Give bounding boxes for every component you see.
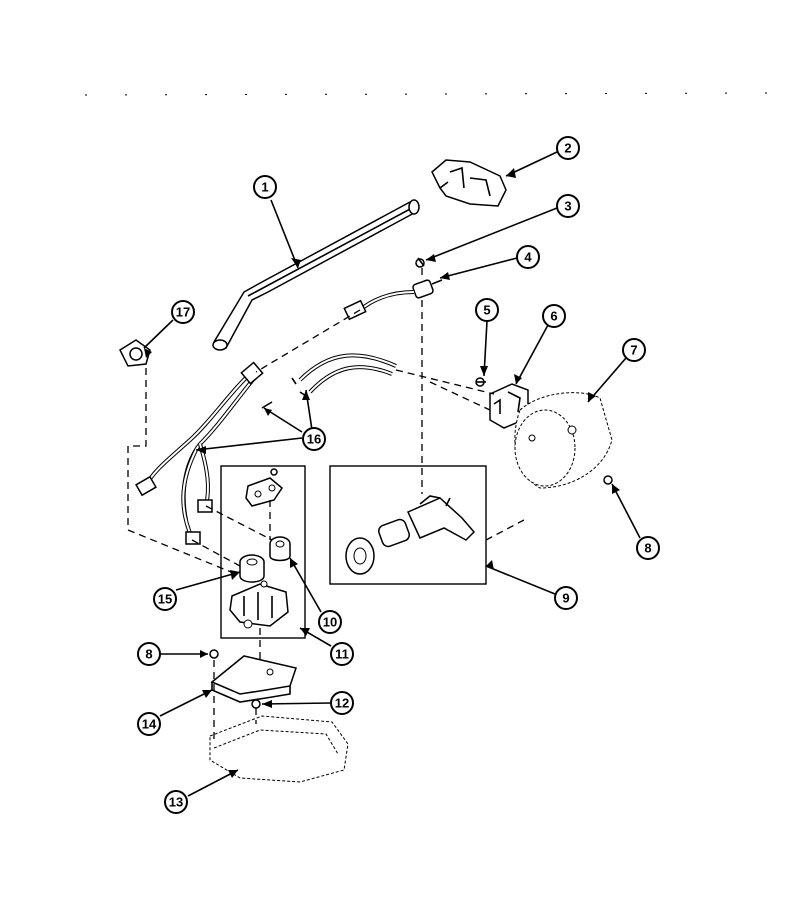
part-4-connector — [412, 279, 443, 299]
svg-text:16: 16 — [307, 432, 321, 447]
callout-15: 15 — [153, 587, 177, 611]
part-7-burner-housing — [514, 392, 613, 489]
part-16-wire-harness — [135, 353, 397, 545]
svg-text:15: 15 — [158, 592, 172, 607]
part-13-base-plate — [209, 715, 349, 783]
part-15-coil — [239, 554, 265, 583]
callout-8-left: 8 — [137, 642, 161, 666]
valve-assembly-box — [220, 465, 306, 639]
callout-11: 11 — [330, 642, 354, 666]
svg-text:13: 13 — [169, 795, 183, 810]
callout-4: 4 — [516, 245, 540, 269]
part-17-clip — [119, 339, 151, 367]
callout-16: 16 — [302, 427, 326, 451]
callout-7: 7 — [622, 338, 646, 362]
svg-text:3: 3 — [564, 199, 571, 214]
assembly-dashed-lines — [127, 268, 525, 740]
callout-1: 1 — [253, 175, 277, 199]
scan-artifact-line — [84, 92, 781, 96]
part-9-burner — [345, 495, 476, 575]
wire-harness-upper — [343, 290, 415, 321]
svg-text:12: 12 — [335, 696, 349, 711]
part-3-screw — [415, 257, 425, 268]
callout-3: 3 — [556, 194, 580, 218]
callout-13: 13 — [164, 790, 188, 814]
svg-text:17: 17 — [176, 305, 190, 320]
svg-text:8: 8 — [145, 647, 152, 662]
svg-text:7: 7 — [630, 343, 637, 358]
svg-text:5: 5 — [483, 303, 490, 318]
svg-text:11: 11 — [335, 647, 349, 662]
svg-text:6: 6 — [550, 309, 557, 324]
svg-text:14: 14 — [142, 717, 157, 732]
part-14-bracket — [210, 655, 297, 703]
svg-text:2: 2 — [564, 141, 571, 156]
part-8-screw-lower — [209, 649, 219, 659]
callout-14: 14 — [137, 712, 161, 736]
svg-text:9: 9 — [562, 591, 569, 606]
part-8-screw-upper — [603, 475, 613, 485]
part-10-coil — [269, 536, 291, 562]
callout-2: 2 — [556, 136, 580, 160]
callout-10: 10 — [318, 610, 342, 634]
part-11-valve-body — [229, 580, 289, 629]
callout-leaders — [143, 151, 641, 797]
svg-text:8: 8 — [644, 541, 651, 556]
svg-text:1: 1 — [261, 180, 268, 195]
callout-9: 9 — [554, 586, 578, 610]
svg-text:4: 4 — [524, 250, 532, 265]
callout-17: 17 — [171, 300, 195, 324]
callout-8-right: 8 — [636, 536, 660, 560]
part-1-tube — [212, 199, 420, 351]
burner-assembly-box — [329, 465, 487, 585]
callout-5: 5 — [475, 298, 499, 322]
svg-text:10: 10 — [323, 615, 337, 630]
callout-12: 12 — [330, 691, 354, 715]
part-12-screw — [251, 699, 261, 709]
part-5-screw — [475, 377, 486, 387]
callout-6: 6 — [542, 304, 566, 328]
part-2-bracket — [431, 159, 507, 207]
valve-bracket-small — [245, 468, 283, 507]
callout-arrowheads — [144, 168, 620, 778]
